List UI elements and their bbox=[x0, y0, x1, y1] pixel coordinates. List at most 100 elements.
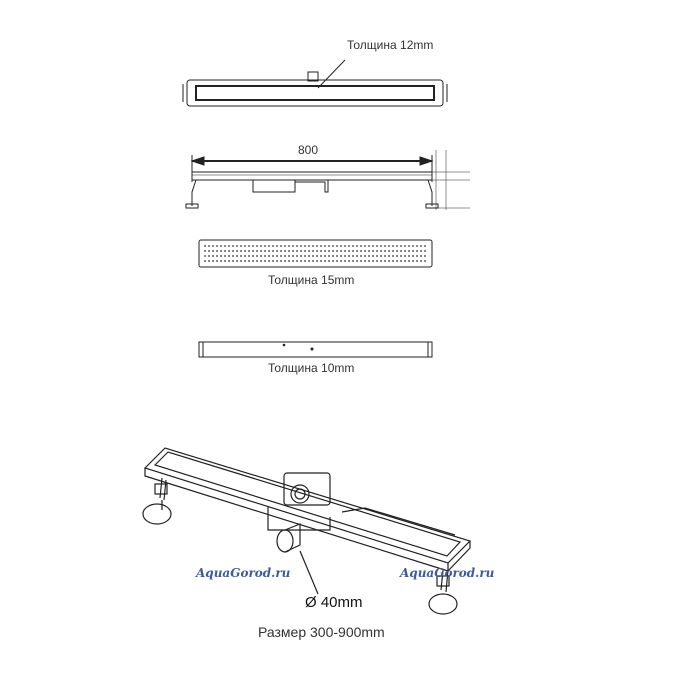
grate-hole bbox=[232, 245, 234, 247]
grate-hole bbox=[404, 260, 406, 262]
grate-hole bbox=[228, 245, 230, 247]
grate-hole bbox=[248, 245, 250, 247]
grate-hole bbox=[232, 250, 234, 252]
grate-hole bbox=[216, 255, 218, 257]
grate-hole bbox=[384, 245, 386, 247]
grate-hole bbox=[292, 260, 294, 262]
watermark: AquaGorod.ru bbox=[196, 566, 291, 580]
grate-hole bbox=[372, 250, 374, 252]
grate-hole bbox=[348, 255, 350, 257]
grate-hole bbox=[400, 255, 402, 257]
grate-hole bbox=[252, 245, 254, 247]
grate-hole bbox=[340, 255, 342, 257]
outlet-diameter-label: Ø 40mm bbox=[305, 594, 363, 611]
grate-hole bbox=[256, 245, 258, 247]
grate-hole bbox=[336, 250, 338, 252]
grate-hole bbox=[252, 250, 254, 252]
grate-hole bbox=[320, 255, 322, 257]
grate-hole bbox=[300, 250, 302, 252]
grate-hole bbox=[256, 260, 258, 262]
grate-hole bbox=[380, 260, 382, 262]
grate-hole bbox=[424, 260, 426, 262]
grate-hole bbox=[320, 260, 322, 262]
grate-hole bbox=[352, 255, 354, 257]
grate-hole bbox=[284, 245, 286, 247]
grate-hole bbox=[300, 255, 302, 257]
grate-hole bbox=[412, 260, 414, 262]
grate-hole bbox=[380, 245, 382, 247]
grate-hole bbox=[208, 260, 210, 262]
grate-hole bbox=[384, 250, 386, 252]
grate-hole bbox=[364, 245, 366, 247]
grate-hole bbox=[288, 255, 290, 257]
grate-hole bbox=[224, 250, 226, 252]
grate-hole bbox=[416, 255, 418, 257]
grate-hole bbox=[328, 260, 330, 262]
grate-hole bbox=[316, 250, 318, 252]
grate-hole bbox=[388, 250, 390, 252]
isometric-drain bbox=[142, 447, 472, 615]
grate-hole bbox=[392, 260, 394, 262]
grate-hole bbox=[240, 255, 242, 257]
grate-hole bbox=[216, 260, 218, 262]
grate-hole bbox=[356, 250, 358, 252]
grate-hole bbox=[220, 250, 222, 252]
grate-hole bbox=[384, 255, 386, 257]
grate-hole bbox=[316, 255, 318, 257]
grate-hole bbox=[368, 245, 370, 247]
grate-hole bbox=[352, 260, 354, 262]
grate-hole bbox=[292, 245, 294, 247]
grate-hole bbox=[304, 245, 306, 247]
grate-hole bbox=[424, 255, 426, 257]
grate-hole bbox=[212, 245, 214, 247]
grate-hole bbox=[284, 260, 286, 262]
grate-hole bbox=[244, 250, 246, 252]
top-view-drain bbox=[182, 59, 448, 107]
grate-hole bbox=[268, 245, 270, 247]
grate-hole bbox=[280, 260, 282, 262]
grate-hole bbox=[256, 250, 258, 252]
grate-hole bbox=[420, 245, 422, 247]
grate-hole bbox=[356, 255, 358, 257]
grate-hole bbox=[296, 260, 298, 262]
grate-hole bbox=[356, 260, 358, 262]
grate-hole bbox=[416, 250, 418, 252]
grate-hole bbox=[376, 250, 378, 252]
grate-hole bbox=[396, 245, 398, 247]
grate-hole bbox=[340, 245, 342, 247]
grate-hole bbox=[416, 245, 418, 247]
grate-hole bbox=[376, 255, 378, 257]
grate-hole bbox=[308, 255, 310, 257]
grate-hole bbox=[400, 260, 402, 262]
grate-hole bbox=[320, 250, 322, 252]
grate-hole bbox=[276, 255, 278, 257]
watermark: AquaGorod.ru bbox=[400, 566, 495, 580]
grate-hole bbox=[252, 260, 254, 262]
grate-hole bbox=[312, 260, 314, 262]
grate-hole bbox=[220, 255, 222, 257]
grate-hole bbox=[232, 255, 234, 257]
grate-hole bbox=[344, 255, 346, 257]
grate-hole bbox=[324, 260, 326, 262]
grate-hole bbox=[272, 250, 274, 252]
grate-hole bbox=[212, 250, 214, 252]
grate-hole bbox=[384, 260, 386, 262]
grate-hole bbox=[276, 260, 278, 262]
grate-hole bbox=[248, 255, 250, 257]
grate-hole bbox=[208, 245, 210, 247]
grate-hole bbox=[268, 250, 270, 252]
grate-hole bbox=[312, 255, 314, 257]
grate-hole bbox=[308, 250, 310, 252]
grate-hole bbox=[340, 250, 342, 252]
grate-hole bbox=[396, 255, 398, 257]
grate-hole bbox=[220, 260, 222, 262]
grate-hole bbox=[424, 245, 426, 247]
grate-hole bbox=[228, 250, 230, 252]
grate-hole bbox=[264, 245, 266, 247]
grate-hole bbox=[280, 250, 282, 252]
grate-hole bbox=[336, 245, 338, 247]
grate-hole bbox=[256, 255, 258, 257]
grate-hole bbox=[376, 245, 378, 247]
grate-hole bbox=[344, 245, 346, 247]
